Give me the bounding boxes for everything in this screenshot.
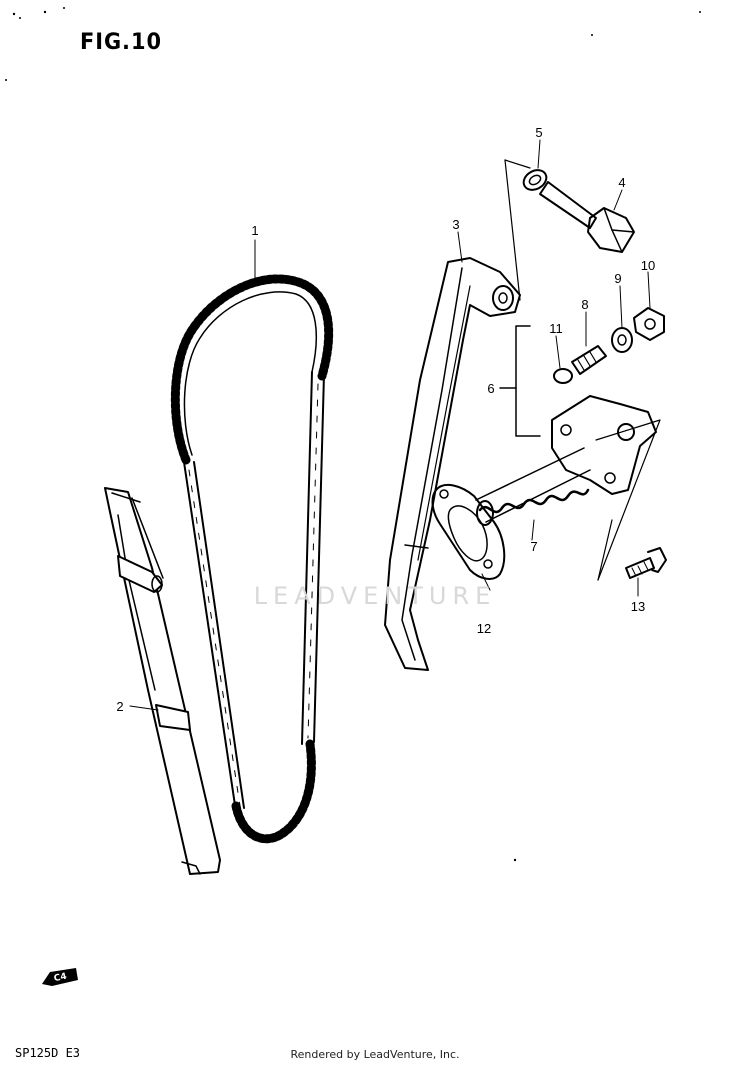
callout-10: 10	[640, 258, 656, 273]
adjusting-screw	[571, 345, 607, 375]
reference-tag-text: C4	[53, 972, 68, 984]
reference-arrow-icon: C4	[42, 968, 78, 986]
tensioner-bolt	[625, 547, 667, 579]
model-code: SP125D E3	[15, 1046, 81, 1060]
callout-13: 13	[630, 599, 646, 614]
pivot-bolt	[539, 181, 635, 253]
footer-credit: Rendered by LeadVenture, Inc.	[290, 1048, 460, 1061]
leader-lines	[129, 139, 651, 711]
callout-7: 7	[530, 539, 538, 554]
callout-3: 3	[452, 217, 460, 232]
callout-5: 5	[535, 125, 543, 140]
callout-11: 11	[549, 321, 563, 336]
callout-2: 2	[116, 699, 124, 714]
o-ring	[553, 368, 573, 384]
tensioner-guide-arm	[384, 257, 521, 671]
callout-4: 4	[618, 175, 626, 190]
figure-title: FIG.10	[80, 30, 162, 55]
callout-6: 6	[487, 381, 495, 396]
nut-10	[633, 307, 665, 341]
tensioner-assembly	[475, 395, 661, 581]
callout-1: 1	[251, 223, 259, 238]
watermark-text: LEADVENTURE	[253, 582, 497, 610]
callout-8: 8	[581, 297, 589, 312]
washer-9	[611, 327, 633, 353]
chain-guide	[104, 487, 221, 875]
callout-12: 12	[476, 621, 492, 636]
gasket	[431, 483, 506, 580]
callout-9: 9	[614, 271, 622, 286]
washer-5	[522, 169, 548, 191]
cam-chain	[170, 274, 334, 844]
